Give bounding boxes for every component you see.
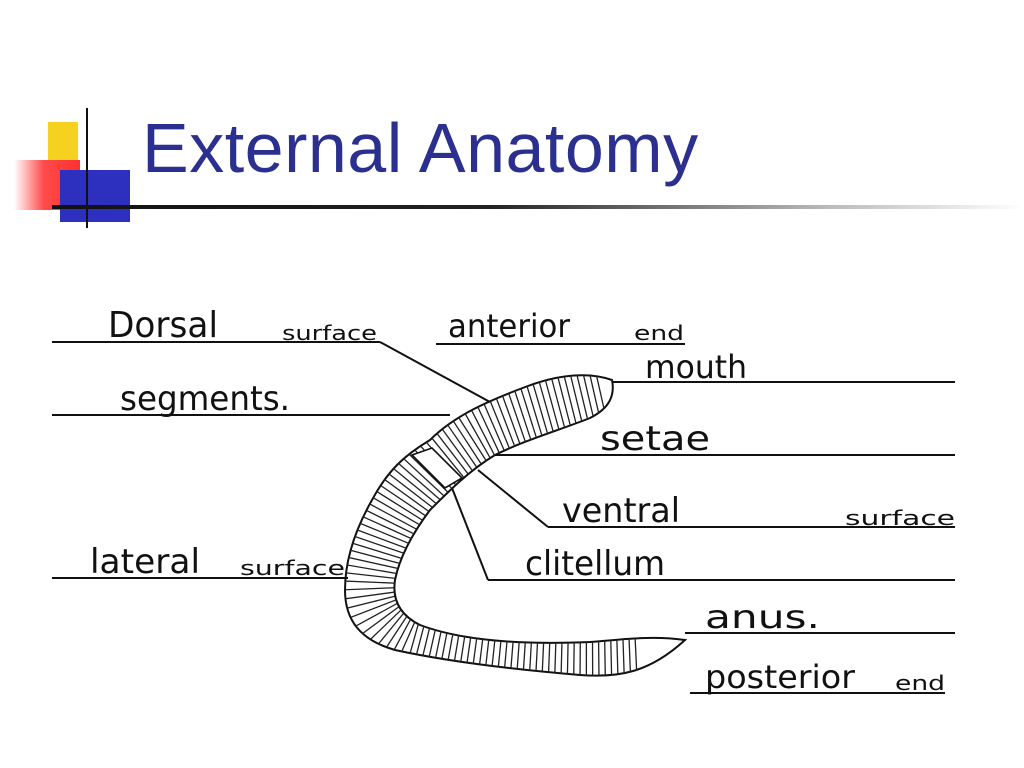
label-dorsal: Dorsal — [108, 305, 218, 346]
segment-ring — [603, 617, 607, 676]
decor-blue-square — [60, 170, 130, 222]
segment-ring — [579, 617, 582, 676]
segment-ring — [572, 617, 576, 676]
label-setae: setae — [600, 419, 710, 459]
clitellum-band — [410, 447, 464, 490]
segment-ring — [394, 449, 454, 506]
slide-title: External Anatomy — [142, 109, 699, 187]
segment-ring — [597, 617, 600, 676]
label-segments: segments. — [120, 379, 290, 419]
segment-ring — [399, 444, 458, 502]
ventral-pointer — [477, 469, 549, 528]
title-underline — [52, 205, 1024, 209]
label-posterior: posterior — [705, 658, 856, 696]
segment-ring — [389, 455, 451, 509]
label-mouth: mouth — [645, 348, 747, 386]
label-posterior-end: end — [895, 671, 945, 695]
decor-vertical-line — [86, 108, 88, 228]
label-clitellum: clitellum — [525, 544, 665, 584]
label-anterior-end: end — [634, 321, 684, 345]
label-anus: anus. — [705, 598, 820, 636]
segment-ring — [566, 617, 570, 676]
clitellum-pointer — [451, 487, 489, 581]
label-lateral: lateral — [90, 542, 200, 582]
label-lateral-surface: surface — [240, 556, 345, 580]
label-ventral-surface: surface — [845, 506, 955, 530]
label-anterior: anterior — [448, 307, 571, 345]
segment-ring — [609, 617, 613, 676]
dorsal-pointer — [379, 341, 491, 403]
label-dorsal-surface: surface — [282, 321, 377, 345]
label-ventral: ventral — [562, 491, 680, 531]
